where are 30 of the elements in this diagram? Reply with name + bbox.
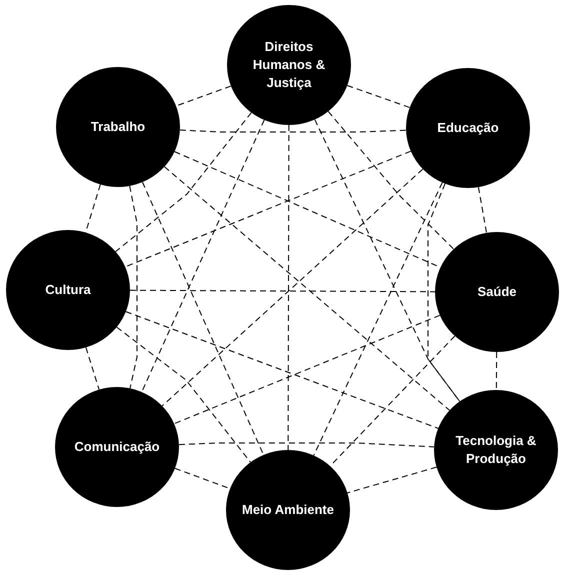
connector-line — [328, 110, 454, 250]
connector-line — [116, 326, 251, 463]
connector-line — [176, 86, 232, 106]
connector-line — [346, 85, 410, 108]
connector-line — [142, 182, 264, 456]
connector-line — [313, 182, 443, 456]
connector-line — [115, 112, 252, 252]
connector-line — [346, 466, 438, 494]
connector-line — [178, 442, 435, 448]
topic-label: Trabalho — [90, 118, 146, 136]
connector-line — [124, 150, 412, 268]
topic-label: Saúde — [476, 283, 518, 301]
connector-line — [174, 314, 440, 424]
connector-line — [478, 186, 488, 234]
connector-line — [428, 183, 460, 402]
topic-label: Comunicação — [73, 438, 161, 456]
topic-label: Tecnologia & Produção — [454, 432, 538, 468]
topic-label: Cultura — [44, 281, 92, 299]
connector-line — [179, 130, 407, 132]
connector-line — [288, 124, 290, 450]
topic-label: Direitos Humanos & Justiça — [252, 38, 326, 92]
connector-line — [85, 346, 100, 390]
connector-line — [314, 119, 460, 402]
connector-line — [141, 120, 265, 392]
connector-line — [496, 352, 498, 390]
topic-label: Educação — [436, 119, 500, 137]
connector-line — [125, 311, 439, 429]
connector-line — [130, 290, 436, 292]
topic-label: Meio Ambiente — [241, 501, 335, 519]
connector-line — [129, 185, 138, 389]
